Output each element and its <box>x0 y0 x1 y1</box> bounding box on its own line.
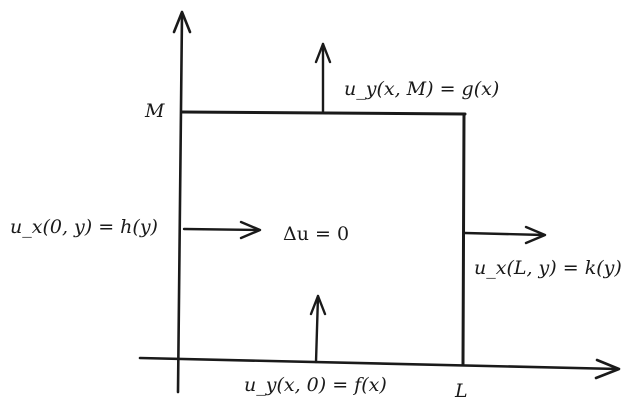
laplace-equation: Δu = 0 <box>283 223 349 245</box>
top-boundary-condition: u_y(x, M) = g(x) <box>344 78 499 100</box>
y-axis <box>172 10 192 394</box>
y-axis-label-m: M <box>144 100 165 122</box>
left-boundary-condition: u_x(0, y) = h(y) <box>10 216 158 238</box>
x-axis <box>138 356 621 380</box>
left-flux-arrow <box>182 220 262 240</box>
top-flux-arrow <box>314 42 332 114</box>
bottom-boundary-condition: u_y(x, 0) = f(x) <box>244 374 387 396</box>
bottom-flux-arrow <box>309 294 327 364</box>
x-axis-label-l: L <box>454 380 468 402</box>
right-flux-arrow <box>463 225 547 245</box>
right-boundary-condition: u_x(L, y) = k(y) <box>474 257 622 279</box>
